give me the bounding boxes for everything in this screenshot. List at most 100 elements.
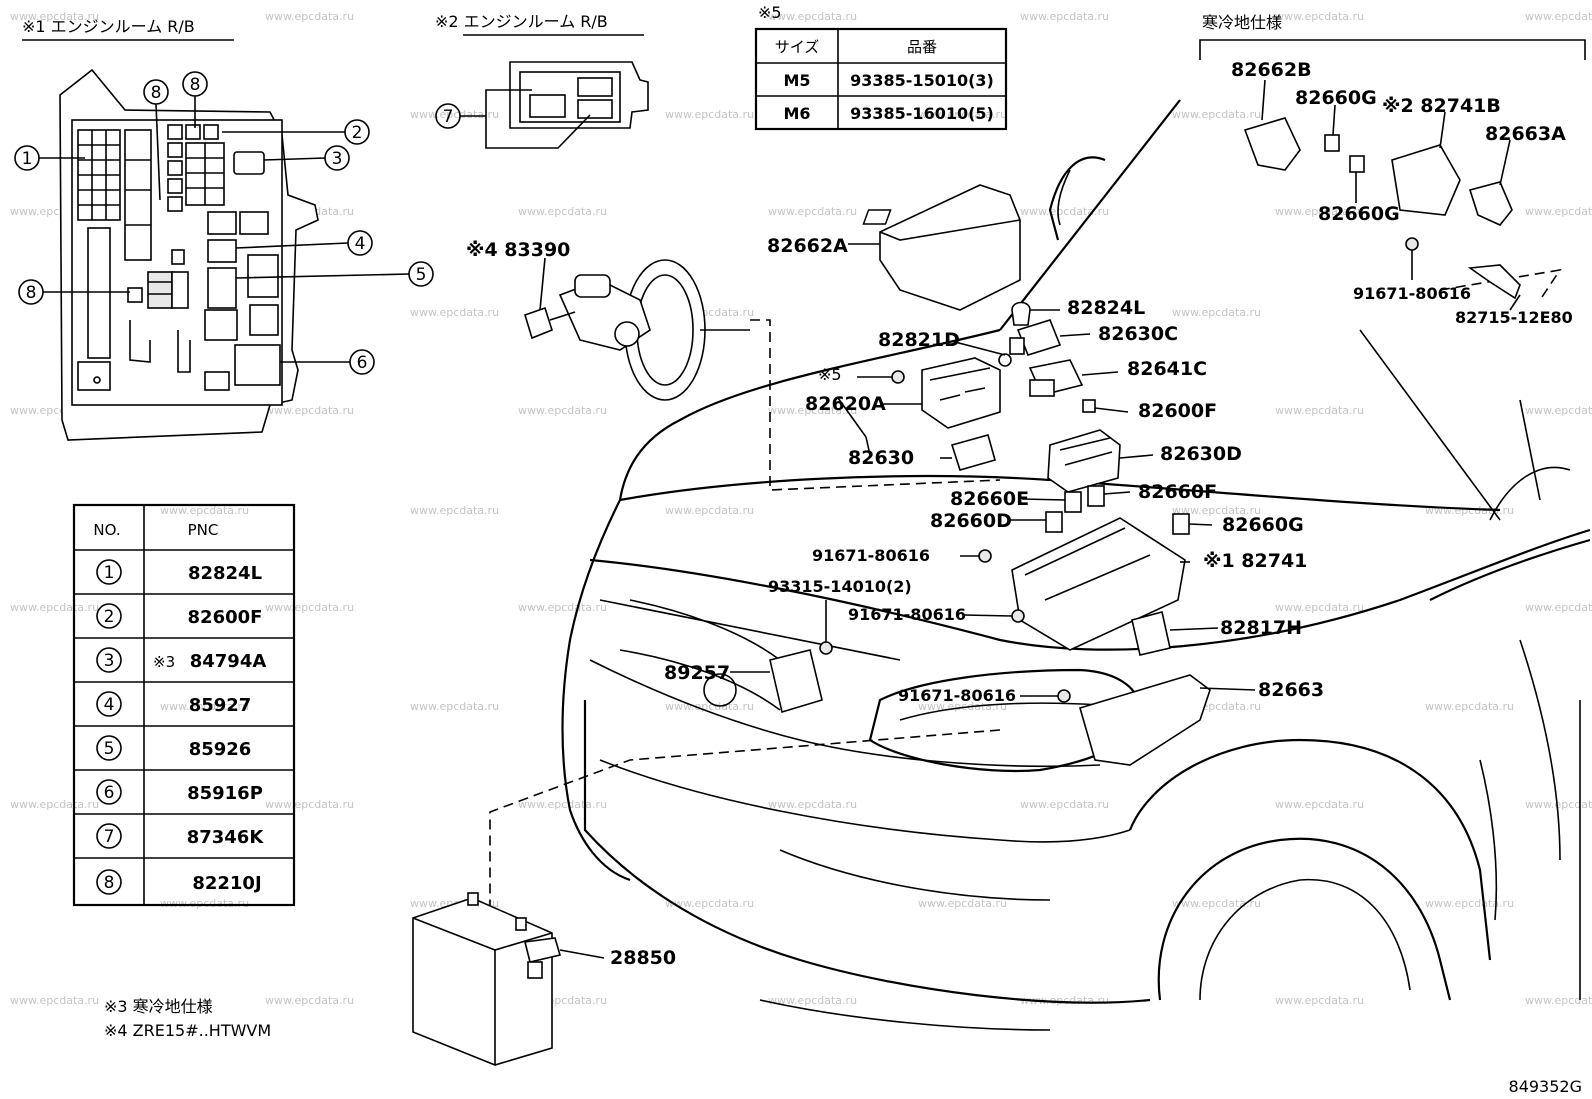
bolt-91671-c [1057, 689, 1071, 703]
watermark: www.epcdata.ru [1020, 205, 1109, 218]
watermark: www.epcdata.ru [265, 10, 354, 23]
watermark: www.epcdata.ru [918, 108, 1007, 121]
label-82630D: 82630D [1160, 443, 1242, 465]
relay-a [207, 211, 237, 235]
bolt-part: 93385-15010(3) [850, 71, 994, 90]
watermark: www.epcdata.ru [265, 601, 354, 614]
label-82600F: 82600F [1138, 400, 1217, 422]
svg-text:85926: 85926 [189, 739, 252, 760]
part-82630C [1009, 319, 1062, 356]
watermark: www.epcdata.ru [665, 504, 754, 517]
wheel-arch [1128, 738, 1492, 961]
relay-3 [233, 151, 265, 175]
svg-text:5: 5 [104, 739, 115, 759]
watermark: www.epcdata.ru [1275, 994, 1364, 1007]
label-82715-12E80: 82715-12E80 [1455, 308, 1573, 327]
label-82660G: 82660G [1222, 514, 1304, 536]
battery [412, 892, 553, 1066]
bolt-size: M5 [783, 71, 810, 90]
ecu-89257 [769, 649, 823, 714]
dashed-leaders [489, 268, 1562, 935]
watermark: www.epcdata.ru [10, 994, 99, 1007]
part-labels: 82662B 82660G ※2 82741B 82663A 82660G 91… [466, 59, 1573, 969]
label-82660D: 82660D [930, 510, 1012, 532]
leader-lines [539, 79, 1521, 959]
watermark: www.epcdata.ru [160, 897, 249, 910]
col-part: 品番 [907, 38, 937, 56]
relay-block-82620A [921, 357, 1001, 429]
diagram-code: 849352G [1509, 1077, 1582, 1096]
svg-text:3: 3 [332, 149, 343, 169]
bolt-93315 [819, 600, 833, 655]
svg-text:3: 3 [104, 651, 115, 671]
connector-strip [87, 227, 111, 359]
footnote-3: ※3 寒冷地仕様 [104, 997, 213, 1016]
watermark: www.epcdata.ru [518, 798, 607, 811]
pnc-row: 2 82600F [96, 603, 263, 629]
bolt-size: M6 [783, 104, 810, 123]
col-no: NO. [93, 521, 120, 539]
mount-hole [93, 376, 101, 384]
watermark: www.epcdata.ru [1525, 994, 1592, 1007]
part-82641C [1028, 359, 1084, 397]
watermark: www.epcdata.ru [1525, 205, 1592, 218]
watermark: www.epcdata.ru [265, 404, 354, 417]
hood-front-line [589, 528, 1591, 651]
watermark: www.epcdata.ru [410, 306, 499, 319]
pnc-row: 4 85927 [96, 691, 252, 717]
relay-6 [234, 344, 281, 386]
bumper-left [561, 499, 631, 882]
tire [1157, 837, 1452, 1001]
part-82660D [1045, 511, 1063, 533]
bolt-table: ※5 サイズ 品番 M5 93385-15010(3) M6 93385-160… [754, 3, 1008, 131]
watermark: www.epcdata.ru [1425, 700, 1514, 713]
part-82660G-b [1349, 155, 1365, 173]
fusible-link-8 [127, 249, 189, 309]
watermark: www.epcdata.ru [518, 404, 607, 417]
sensor-28850 [524, 937, 562, 979]
bolt-star5 [891, 370, 905, 384]
watermark: www.epcdata.ru [265, 994, 354, 1007]
watermark: www.epcdata.ru [768, 205, 857, 218]
bracket-82817H [1131, 611, 1171, 656]
callout-7: 7 [435, 89, 591, 149]
watermark: www.epcdata.ru [768, 10, 857, 23]
watermark: www.epcdata.ru [918, 897, 1007, 910]
watermark: www.epcdata.ru [768, 404, 857, 417]
watermark: www.epcdata.ru [1275, 798, 1364, 811]
watermark: www.epcdata.ru [160, 700, 249, 713]
engine-room-rb-1-title: ※1 エンジンルーム R/B [22, 17, 195, 36]
pnc-row: 1 82824L [96, 559, 262, 585]
relay-4 [207, 239, 237, 263]
watermark: www.epcdata.ru [1275, 10, 1364, 23]
watermark: www.epcdata.ru [10, 798, 99, 811]
part-82662B [1243, 117, 1301, 171]
label-83390: ※4 83390 [466, 239, 570, 261]
wheel [1199, 878, 1411, 1001]
part-82824L [1011, 301, 1031, 326]
svg-text:4: 4 [104, 695, 115, 715]
part-82660G-a [1324, 134, 1340, 152]
box-82741B [1391, 144, 1461, 216]
relay-f [204, 371, 230, 391]
part-82660E [1064, 491, 1082, 513]
pnc-row: 8 82210J [96, 869, 262, 895]
watermark: www.epcdata.ru [1525, 601, 1592, 614]
watermark: www.epcdata.ru [1020, 798, 1109, 811]
pnc-row: 6 85916P [96, 779, 263, 805]
cold-spec-group: 寒冷地仕様 [1199, 13, 1586, 60]
label-82660F: 82660F [1138, 481, 1217, 503]
label-82662B: 82662B [1231, 59, 1312, 81]
svg-text:85927: 85927 [189, 695, 252, 716]
relay-5 [207, 267, 237, 309]
label-82641C: 82641C [1127, 358, 1207, 380]
fuse-column [167, 124, 225, 212]
svg-text:82600F: 82600F [188, 607, 263, 628]
label-82660G: 82660G [1318, 203, 1400, 225]
svg-text:2: 2 [104, 607, 115, 627]
callout-3: 3 [263, 145, 350, 171]
bolt-91671-top [1405, 237, 1419, 251]
label-91671-80616: 91671-80616 [1353, 284, 1471, 303]
watermark: www.epcdata.ru [265, 798, 354, 811]
